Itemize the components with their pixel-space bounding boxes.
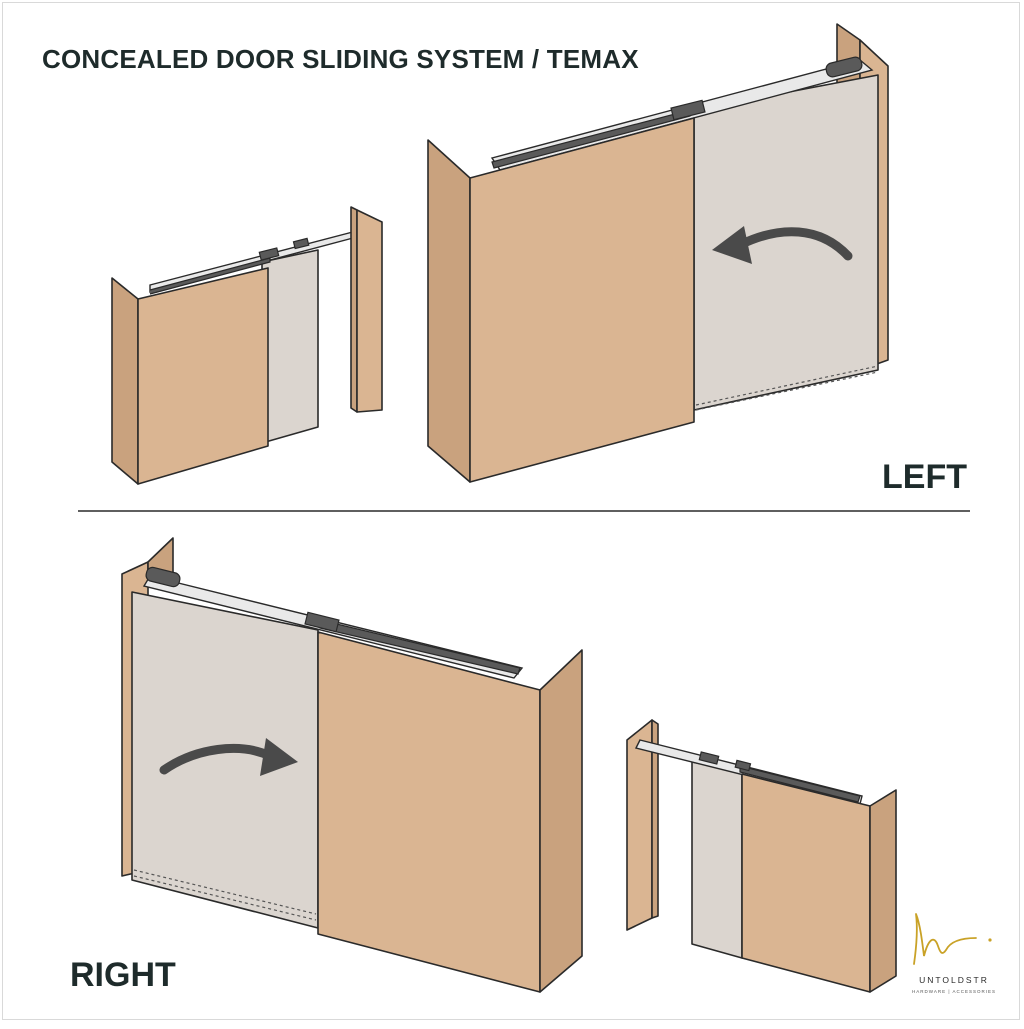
brand-tagline: HARDWARE | ACCESSORIES (911, 989, 996, 994)
arrow-right-curved-head (260, 738, 298, 776)
large-right-assembly (121, 537, 583, 993)
large-left-wall-side (427, 139, 471, 483)
small-right-wall-side (869, 789, 897, 993)
large-right-end-roller (145, 566, 181, 588)
large-left-assembly (427, 23, 889, 483)
small-right-carriage (698, 751, 720, 765)
large-right-floor-track-2 (133, 869, 317, 915)
small-left-rail-carriage (258, 247, 280, 261)
large-left-sliding-panel (693, 74, 879, 411)
diagram-title: CONCEALED DOOR SLIDING SYSTEM / TEMAX (42, 44, 639, 74)
small-left-wall-side (111, 277, 139, 485)
small-right-wall-front (741, 773, 871, 993)
large-right-floor-track (133, 875, 317, 921)
small-left-rail-carriage-2 (292, 237, 310, 250)
large-left-wall-front (469, 117, 695, 483)
large-right-carriage (304, 611, 340, 633)
small-right-sliding-panel (691, 761, 743, 959)
brand-name: UNTOLDSTR (919, 975, 989, 985)
large-left-carriage (670, 99, 706, 121)
small-left-sliding-panel (261, 249, 319, 444)
large-left-floor-track-2 (695, 365, 879, 406)
label-left: LEFT (882, 458, 967, 496)
label-right: RIGHT (70, 956, 176, 994)
small-left-wall-front (137, 267, 269, 485)
small-left-rail-track (149, 257, 271, 295)
large-left-end-roller (825, 56, 863, 78)
large-right-wall-side (539, 649, 583, 993)
large-left-floor-track (695, 371, 879, 411)
small-left-assembly (111, 206, 383, 485)
arrow-right-curved-icon (159, 743, 275, 775)
small-right-rail-track (739, 765, 861, 803)
untoldstr-logo-icon (913, 913, 992, 965)
large-right-wall-front (317, 631, 541, 993)
arrow-left-curved-icon (737, 227, 853, 261)
small-left-jamb-front (356, 209, 383, 413)
arrow-left-curved-head (712, 226, 752, 264)
small-left-jamb-side (350, 206, 358, 413)
small-right-carriage-2 (734, 759, 752, 772)
small-right-assembly (626, 719, 897, 993)
small-right-jamb-side (651, 719, 659, 919)
